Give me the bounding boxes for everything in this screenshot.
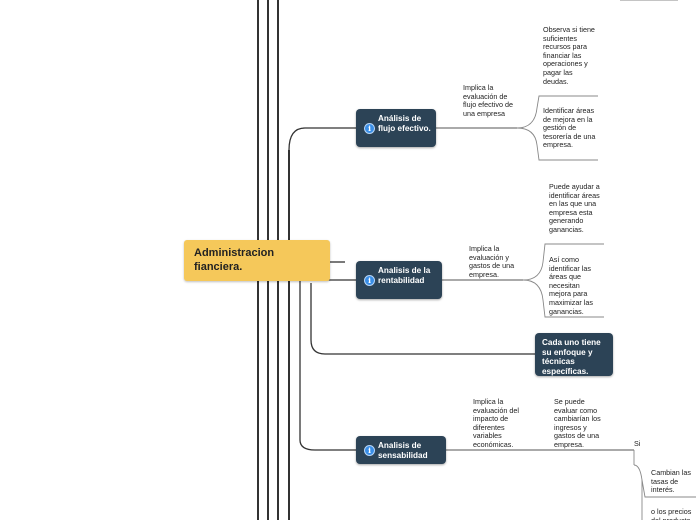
topic-flujo-efectivo[interactable]: i Análisis de flujo efectivo. xyxy=(356,109,436,147)
connector-sensibilidad xyxy=(299,439,357,451)
info-icon[interactable]: i xyxy=(364,275,375,286)
connector-flujo xyxy=(288,127,357,151)
topic-sensibilidad[interactable]: i Analisis de sensabilidad xyxy=(356,436,446,464)
note-rentabilidad-child-1: Puede ayudar a identificar áreas en las … xyxy=(549,182,600,234)
note-si: Si xyxy=(634,439,641,448)
note-flujo-child-1: Observa si tiene suficientes recursos pa… xyxy=(543,25,595,86)
info-icon[interactable]: i xyxy=(364,123,375,134)
note-rentabilidad-child-2: Así como identificar las áreas que neces… xyxy=(549,255,593,316)
topic-enfoque[interactable]: Cada uno tiene su enfoque y técnicas esp… xyxy=(535,333,613,376)
root-topic[interactable]: Administracion fianciera. xyxy=(184,240,330,281)
root-title: Administracion fianciera. xyxy=(194,247,275,273)
topic-rentabilidad-title: Analisis de la rentabilidad xyxy=(378,266,431,285)
note-sensibilidad-sub-1: Cambian las tasas de interés. xyxy=(651,468,691,495)
note-flujo-child-2: Identificar áreas de mejora en la gestió… xyxy=(543,106,596,150)
note-rentabilidad: Implica la evaluación y gastos de una em… xyxy=(469,244,515,279)
topic-rentabilidad[interactable]: i Analisis de la rentabilidad xyxy=(356,261,442,299)
note-sensibilidad: Implica la evaluación del impacto de dif… xyxy=(473,397,519,449)
topic-sensibilidad-title: Analisis de sensabilidad xyxy=(378,441,428,460)
note-sensibilidad-child: Se puede evaluar como cambiarían los ing… xyxy=(554,397,601,449)
note-flujo: Implica la evaluación de flujo efectivo … xyxy=(463,83,513,118)
info-icon[interactable]: i xyxy=(364,445,375,456)
note-sensibilidad-sub-2: o los precios del producto xyxy=(651,508,692,520)
topic-flujo-title: Análisis de flujo efectivo. xyxy=(378,114,431,133)
topic-enfoque-title: Cada uno tiene su enfoque y técnicas esp… xyxy=(542,338,601,376)
